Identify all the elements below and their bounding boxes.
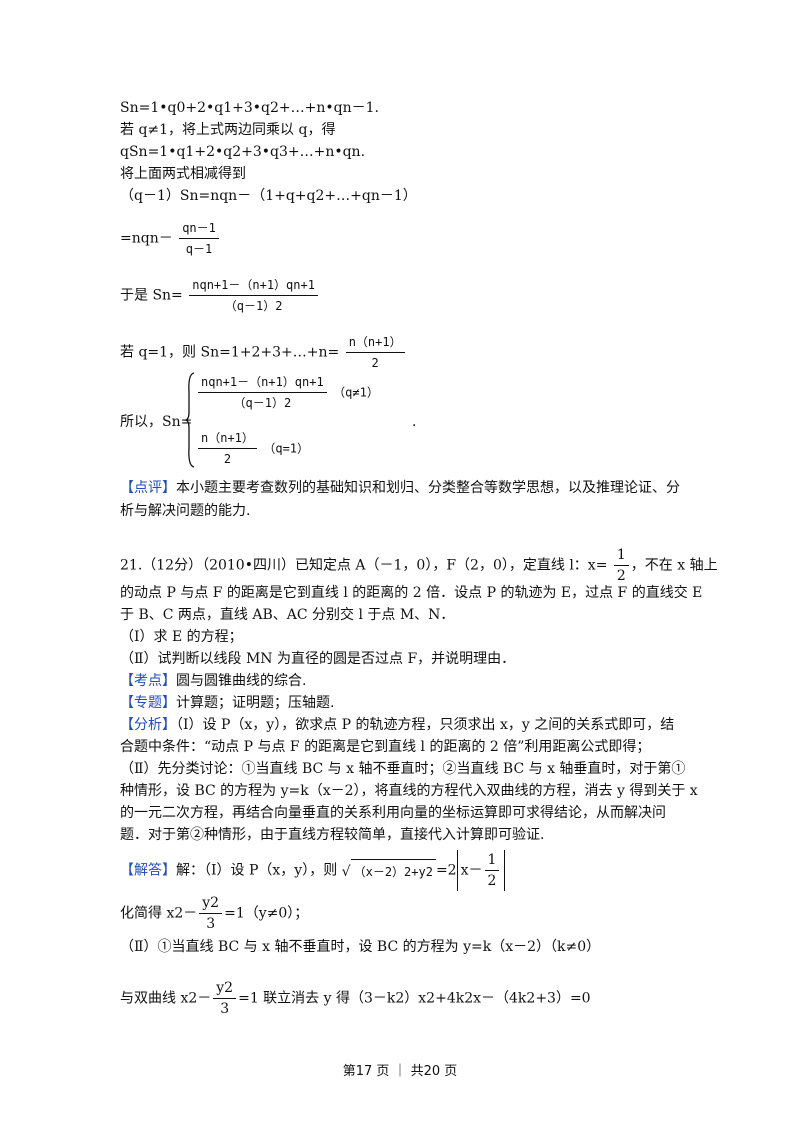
kaodian-tag: 【考点】 — [120, 673, 176, 689]
fraction-denominator: 2 — [487, 873, 497, 889]
piecewise-case-2: n（n+1） 2 （q=1） — [196, 428, 309, 469]
q21-stem-1a: 21.（12分）（2010•四川）已知定点 A（－1，0），F（2，0），定直线… — [120, 557, 608, 574]
fenxi-line-3: （Ⅱ）先分类讨论：①当直线 BC 与 x 轴不垂直时；②当直线 BC 与 x 轴… — [120, 761, 686, 777]
fenxi-line-2: 合题中条件：“动点 P 与点 F 的距离是它到直线 l 的距离的 2 倍”利用距… — [120, 739, 651, 755]
square-root: √（x－2）2+y2 — [342, 859, 436, 882]
comment-line-1: 【点评】本小题主要考查数列的基础知识和划归、分类整合等数学思想，以及推理论证、分 — [120, 478, 680, 498]
fraction-numerator: y2 — [199, 893, 223, 914]
abs-expr: x－ — [460, 862, 483, 879]
fenxi-line-1: 【分析】（Ⅰ）设 P（x，y），欲求点 P 的轨迹方程，只须求出 x，y 之间的… — [120, 715, 674, 735]
radicand: （x－2）2+y2 — [350, 859, 436, 882]
jieda-line-3: （Ⅱ）①当直线 BC 与 x 轴不垂直时，设 BC 的方程为 y=k（x－2）（… — [120, 939, 601, 955]
fraction-denominator: q－1 — [185, 242, 213, 256]
piecewise-end: . — [412, 414, 417, 430]
comment-tag: 【点评】 — [120, 480, 176, 496]
fenxi-line-5: 的一元二次方程，再结合向量垂直的关系利用向量的坐标运算即可求得结论，从而解决问 — [120, 805, 666, 821]
fraction: n（n+1） 2 — [198, 428, 257, 469]
fraction: nqn+1－（n+1）qn+1 （q－1）2 — [189, 275, 318, 316]
fraction-numerator: nqn+1－（n+1）qn+1 — [198, 372, 327, 393]
q21-part-2: （Ⅱ）试判断以线段 MN 为直径的圆是否过点 F，并说明理由． — [120, 651, 516, 667]
fraction-denominator: （q－1）2 — [224, 299, 283, 313]
sum-line-7-prefix: 于是 Sn= — [120, 287, 183, 304]
fraction: qn－1 q－1 — [179, 218, 219, 259]
zhuanti-tag: 【专题】 — [120, 695, 176, 711]
comment-line-2: 析与解决问题的能力. — [120, 503, 251, 519]
sum-line-7: 于是 Sn= nqn+1－（n+1）qn+1 （q－1）2 — [120, 275, 320, 316]
jieda-text-1: 解：（Ⅰ）设 P（x，y），则 — [176, 862, 338, 879]
zhuanti-text: 计算题；证明题；压轴题. — [176, 695, 335, 711]
sum-line-6: =nqn－ qn－1 q－1 — [120, 218, 221, 259]
piecewise-case-1: nqn+1－（n+1）qn+1 （q－1）2 （q≠1） — [196, 372, 379, 413]
fraction-denominator: 2 — [371, 356, 379, 370]
kaodian-line: 【考点】圆与圆锥曲线的综合. — [120, 671, 306, 691]
fraction-denominator: 3 — [206, 916, 216, 932]
fraction-numerator: nqn+1－（n+1）qn+1 — [189, 275, 318, 296]
q21-part-1: （Ⅰ）求 E 的方程； — [120, 629, 243, 645]
page-footer: 第17 页 ｜ 共20 页 — [342, 1064, 458, 1079]
comment-text-1: 本小题主要考查数列的基础知识和划归、分类整合等数学思想，以及推理论证、分 — [176, 480, 680, 496]
sum-line-4: 将上面两式相减得到 — [120, 166, 246, 182]
jieda-line-4-suffix: =1 联立消去 y 得（3－k2）x2+4k2x－（4k2+3）=0 — [238, 990, 591, 1007]
jieda-line-2-suffix: =1（y≠0）； — [224, 905, 309, 922]
fenxi-text-1: （Ⅰ）设 P（x，y），欲求点 P 的轨迹方程，只须求出 x，y 之间的关系式即… — [176, 717, 675, 733]
fraction-numerator: 1 — [484, 850, 500, 871]
fenxi-tag: 【分析】 — [120, 717, 176, 733]
sum-line-3: qSn=1•q1+2•q2+3•q3+…+n•qn. — [120, 144, 366, 160]
fraction-numerator: n（n+1） — [198, 428, 257, 449]
sum-line-9-prefix: 所以，Sn= — [120, 414, 193, 430]
zhuanti-line: 【专题】计算题；证明题；压轴题. — [120, 693, 334, 713]
kaodian-text: 圆与圆锥曲线的综合. — [176, 673, 307, 689]
fraction-denominator: 2 — [616, 568, 626, 584]
q21-stem-line-3: 于 B、C 两点，直线 AB、AC 分别交 l 于点 M、N． — [120, 607, 455, 623]
jieda-line-2-prefix: 化简得 x2－ — [120, 905, 198, 922]
sum-line-2: 若 q≠1，将上式两边同乘以 q，得 — [120, 122, 336, 138]
sum-line-5: （q－1）Sn=nqn－（1+q+q2+…+qn－1） — [120, 188, 417, 204]
sum-line-6-prefix: =nqn－ — [120, 230, 173, 247]
left-brace — [185, 372, 195, 468]
fraction-numerator: qn－1 — [179, 218, 219, 239]
sum-line-8: 若 q=1，则 Sn=1+2+3+…+n= n（n+1） 2 — [120, 332, 407, 373]
jieda-eq-2: =2 — [435, 862, 457, 879]
sum-line-1: Sn=1•q0+2•q1+3•q2+…+n•qn－1. — [120, 100, 379, 116]
jieda-tag: 【解答】 — [120, 862, 176, 879]
case-1-condition: （q≠1） — [333, 385, 379, 400]
q21-stem-line-1: 21.（12分）（2010•四川）已知定点 A（－1，0），F（2，0），定直线… — [120, 545, 718, 586]
jieda-line-4-prefix: 与双曲线 x2－ — [120, 990, 212, 1007]
fraction-numerator: n（n+1） — [345, 332, 405, 353]
q21-stem-line-2: 的动点 P 与点 F 的距离是它到直线 l 的距离的 2 倍．设点 P 的轨迹为… — [120, 585, 703, 601]
fraction: nqn+1－（n+1）qn+1 （q－1）2 — [198, 372, 327, 413]
fraction-numerator: 1 — [613, 545, 629, 566]
fraction-denominator: 2 — [223, 452, 232, 466]
case-2-condition: （q=1） — [263, 441, 310, 456]
fraction-denominator: 3 — [220, 1001, 230, 1017]
fenxi-line-4: 种情形，设 BC 的方程为 y=k（x－2），将直线的方程代入双曲线的方程，消去… — [120, 783, 698, 799]
fraction-numerator: y2 — [213, 978, 237, 999]
fraction: 1 2 — [613, 545, 629, 586]
fraction-denominator: （q－1）2 — [233, 396, 292, 410]
fraction: n（n+1） 2 — [345, 332, 405, 373]
sum-line-8-prefix: 若 q=1，则 Sn=1+2+3+…+n= — [120, 344, 340, 361]
q21-stem-1b: ，不在 x 轴上 — [630, 557, 718, 574]
fenxi-line-6: 题．对于第②种情形，由于直线方程较简单，直接代入计算即可验证. — [120, 827, 545, 843]
